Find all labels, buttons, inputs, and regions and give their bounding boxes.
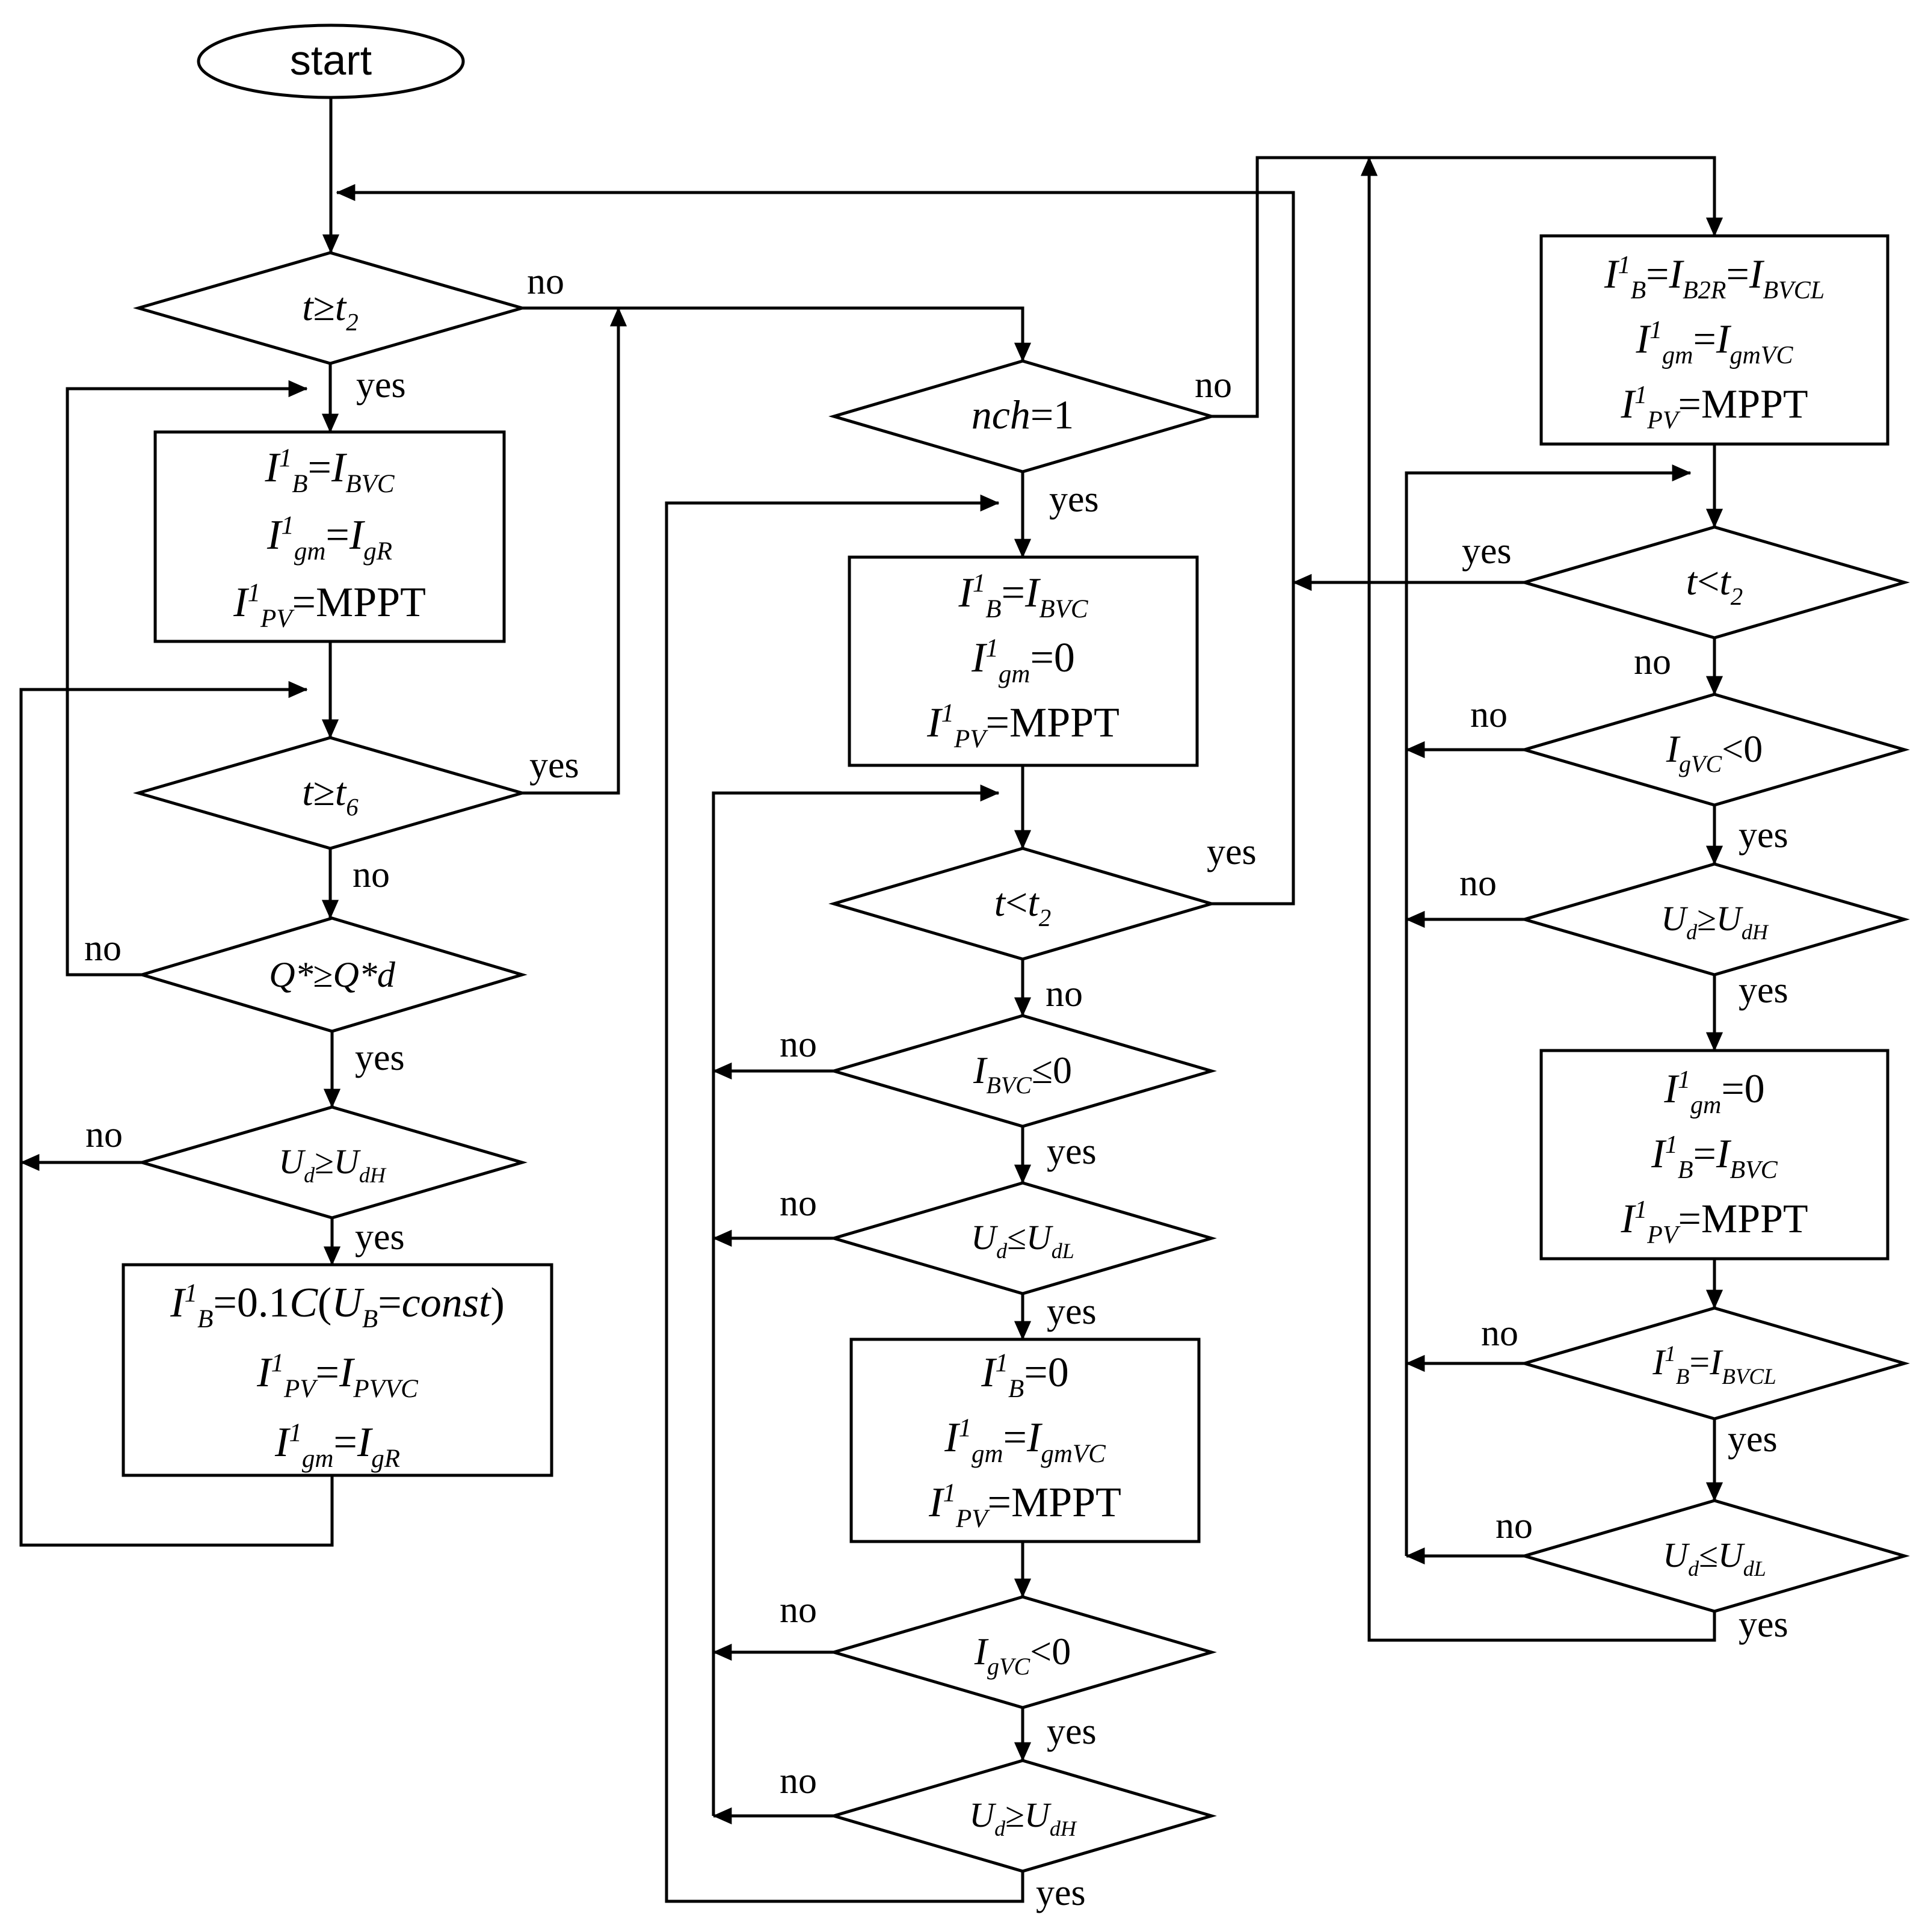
edge-label-r1-yes: yes [1462,531,1512,572]
process-line-b2-1: I1B=0.1C(UB=const) [170,1279,505,1333]
edge-label-m3-no: no [780,1024,817,1065]
process-line-b4-2: I1gm=IgmVC​ [944,1414,1106,1468]
process-line-b3-3: I1PV=MPPT [926,699,1120,753]
decision-m3 [828,1014,1217,1128]
process-box-b1 [153,430,506,643]
edge-label-m6-yes: yes [1036,1872,1086,1913]
edge-label-l1-yes: yes [356,365,406,406]
decision-label-m5: IgVC<0 [974,1630,1071,1680]
edge-m-no-bus [712,784,1000,1816]
edge-label-m1-no: no [1195,365,1232,406]
decision-label-m1: nch=1 [972,392,1074,437]
decision-label-l1: t≥t2​ [302,285,358,336]
decision-label-r4: I1B=IBVCL​ [1652,1342,1776,1389]
decision-l3 [137,916,528,1033]
decision-l4 [137,1105,528,1220]
decision-label-m4: Ud≤UdL​ [971,1218,1074,1263]
edge-label-l3-no: no [84,928,122,969]
process-line-b3-2: I1gm=0 [971,634,1075,688]
edge-label-m4-yes: yes [1047,1291,1097,1332]
process-line-b1-2: I1gm=IgR​ [266,511,392,566]
edge-label-l4-yes: yes [355,1217,405,1258]
process-line-b5-2: I1gm=IgmVC​ [1635,316,1793,369]
decision-label-r1: t<t2​ [1686,560,1743,610]
decision-label-m3: IBVC≤0 [973,1049,1072,1099]
edge-label-r3-yes: yes [1739,970,1788,1011]
edge-label-l3-yes: yes [355,1037,405,1078]
decision-label-l4: Ud≥UdH​ [279,1142,387,1187]
decision-m6 [828,1759,1217,1873]
process-line-b1-1: I1B=IBVC​ [264,444,395,498]
edge-label-r2-no: no [1470,694,1508,735]
edge-label-m5-yes: yes [1047,1711,1097,1752]
edge-label-m2-no: no [1046,974,1083,1014]
decision-label-r2: IgVC<0 [1666,727,1763,777]
edge-b2-return [19,681,334,1547]
process-line-b5-3: I1PV=MPPT [1621,381,1808,434]
process-line-b5-1: I1B=IB2R=IBVCL​ [1604,251,1825,304]
edge-label-r5-no: no [1495,1505,1533,1546]
decision-r1 [1519,525,1910,640]
decision-r2 [1519,693,1910,807]
edge-label-m3-yes: yes [1047,1131,1097,1172]
edge-label-r1-no: no [1634,641,1671,682]
edge-label-m6-no: no [780,1761,817,1801]
process-line-b4-1: I1B=0 [981,1349,1069,1403]
decision-r5 [1519,1499,1910,1613]
decision-r3 [1519,862,1910,977]
process-box-b5 [1539,234,1890,446]
process-line-b2-3: I1gm=IgR​ [274,1419,400,1473]
edge-label-r5-yes: yes [1739,1604,1788,1645]
process-line-b6-2: I1B=IBVC​ [1651,1131,1778,1184]
edge-label-l2-no: no [353,854,390,895]
process-box-b6 [1539,1049,1890,1261]
process-line-b4-3: I1PV=MPPT [928,1479,1121,1533]
decision-label-m2: t<t2​ [994,881,1051,931]
edge-m1-no-to-b5 [1212,156,1723,418]
edge-l3-no-loop [66,380,308,977]
edge-label-l2-yes: yes [529,745,579,786]
edge-label-m4-no: no [780,1183,817,1224]
edge-m2-yes-top-return [336,184,1295,906]
node-formula-layer: t≥t2​t≥t6​Q*≥Q*dUd≥UdH​nch=1t<t2​IBVC≤0U… [170,251,1825,1841]
decision-label-r3: Ud≥UdH​ [1661,899,1769,944]
edge-label-r3-no: no [1459,863,1497,904]
edge-r-no-bus [1405,464,1692,1556]
edge-l1-no-to-m1 [522,306,1032,362]
start-label: start [290,37,372,84]
edge-label-m1-yes: yes [1049,479,1099,520]
decision-label-l2: t≥t6​ [302,770,359,821]
edge-r5-yes-return [1360,156,1716,1642]
edge-m6-yes-return [665,494,1024,1903]
decision-m4 [828,1181,1217,1295]
process-line-b3-1: I1B=IBVC​ [958,569,1088,623]
decision-label-l3: Q*≥Q*d [269,955,396,995]
edge-label-l1-no: no [527,261,564,302]
decision-label-m6: Ud≥UdH​ [969,1795,1077,1841]
edge-label-r2-yes: yes [1739,815,1788,856]
process-box-b4 [849,1338,1201,1543]
edge-label-l4-no: no [85,1114,123,1155]
process-line-b6-1: I1gm=0 [1663,1066,1764,1119]
edge-l2-yes-return [522,307,627,795]
process-line-b2-2: I1PV=IPVVC​ [256,1349,419,1403]
edge-label-m5-no: no [780,1590,817,1631]
edge-label-r4-no: no [1481,1313,1518,1354]
decision-r4 [1519,1306,1910,1421]
edge-label-m2-yes: yes [1207,832,1257,872]
process-line-b6-3: I1PV=MPPT [1621,1196,1808,1249]
process-line-b1-3: I1PV=MPPT [233,579,426,633]
decision-label-r5: Ud≤UdL​ [1663,1535,1766,1581]
edge-label-r4-yes: yes [1728,1419,1778,1460]
decision-m5 [828,1595,1217,1709]
